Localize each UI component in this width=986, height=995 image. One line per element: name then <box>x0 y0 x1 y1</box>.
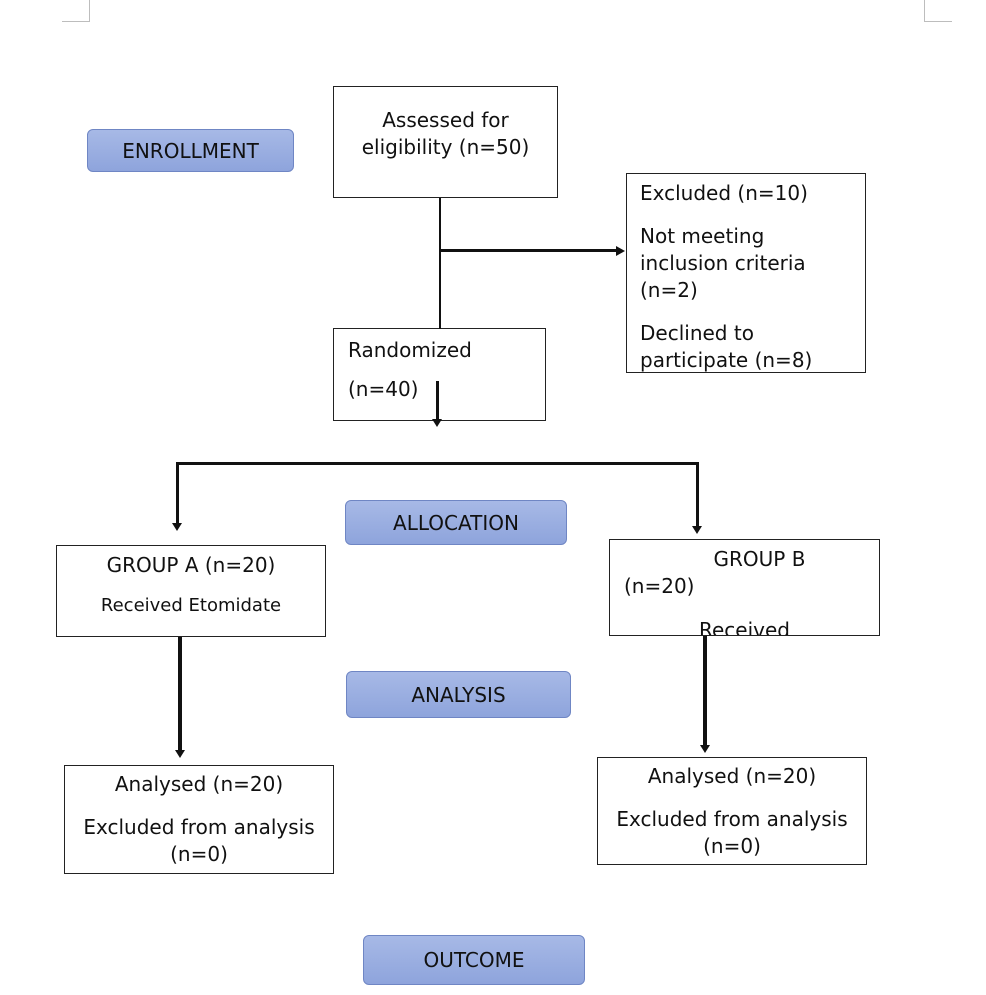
randomized-count: (n=40) <box>348 377 419 401</box>
analysed-b-box: Analysed (n=20) Excluded from analysis (… <box>597 757 867 865</box>
analysed-a-excluded-line1: Excluded from analysis <box>83 815 315 839</box>
randomized-box: Randomized (n=40) <box>333 328 546 421</box>
arrow-randomized-down <box>432 419 442 427</box>
stage-label-allocation: ALLOCATION <box>345 500 567 545</box>
excluded-reason1-line3: (n=2) <box>640 278 698 302</box>
connector-assessed-to-randomized <box>439 198 441 329</box>
stage-label-enrollment: ENROLLMENT <box>87 129 294 172</box>
arrow-to-analysed-a <box>175 750 185 758</box>
randomized-label: Randomized <box>348 338 472 362</box>
connector-group-a-to-analysed <box>178 637 182 751</box>
assessed-line1: Assessed for <box>382 108 509 132</box>
group-a-title: GROUP A (n=20) <box>106 553 276 577</box>
arrow-to-analysed-b <box>700 745 710 753</box>
connector-split-to-group-b <box>696 465 699 527</box>
analysed-b-title: Analysed (n=20) <box>647 764 817 788</box>
excluded-box: Excluded (n=10) Not meeting inclusion cr… <box>626 173 866 373</box>
group-a-box: GROUP A (n=20) Received Etomidate <box>56 545 326 637</box>
connector-to-excluded <box>440 249 617 252</box>
stage-label-outcome: OUTCOME <box>363 935 585 985</box>
excluded-title: Excluded (n=10) <box>640 181 808 205</box>
analysed-b-excluded-line2: (n=0) <box>703 834 761 858</box>
group-b-box: GROUP B (n=20) Received <box>609 539 880 636</box>
arrow-to-group-a <box>172 523 182 531</box>
group-a-subtitle: Received Etomidate <box>100 595 282 616</box>
arrow-to-excluded <box>616 246 625 256</box>
excluded-reason1-line1: Not meeting <box>640 224 765 248</box>
excluded-reason1-line2: inclusion criteria <box>640 251 806 275</box>
excluded-reason2-line1: Declined to <box>640 321 754 345</box>
group-b-count: (n=20) <box>624 574 695 598</box>
analysed-b-excluded-line1: Excluded from analysis <box>616 807 848 831</box>
connector-group-b-to-analysed <box>703 636 707 746</box>
analysed-a-excluded-line2: (n=0) <box>170 842 228 866</box>
page-corner-mark-right <box>924 0 952 22</box>
assessed-line2: eligibility (n=50) <box>361 135 530 159</box>
stage-label-analysis: ANALYSIS <box>346 671 571 718</box>
analysed-a-title: Analysed (n=20) <box>114 772 284 796</box>
assessed-box: Assessed for eligibility (n=50) <box>333 86 558 198</box>
page-corner-mark-left <box>62 0 90 22</box>
connector-randomized-down <box>436 381 439 419</box>
group-b-subtitle: Received <box>699 618 790 636</box>
connector-split-to-group-a <box>176 462 179 524</box>
connector-allocation-split <box>176 462 699 465</box>
excluded-reason2-line2: participate (n=8) <box>640 348 813 372</box>
group-b-title: GROUP B <box>713 547 806 571</box>
arrow-to-group-b <box>692 526 702 534</box>
analysed-a-box: Analysed (n=20) Excluded from analysis (… <box>64 765 334 874</box>
